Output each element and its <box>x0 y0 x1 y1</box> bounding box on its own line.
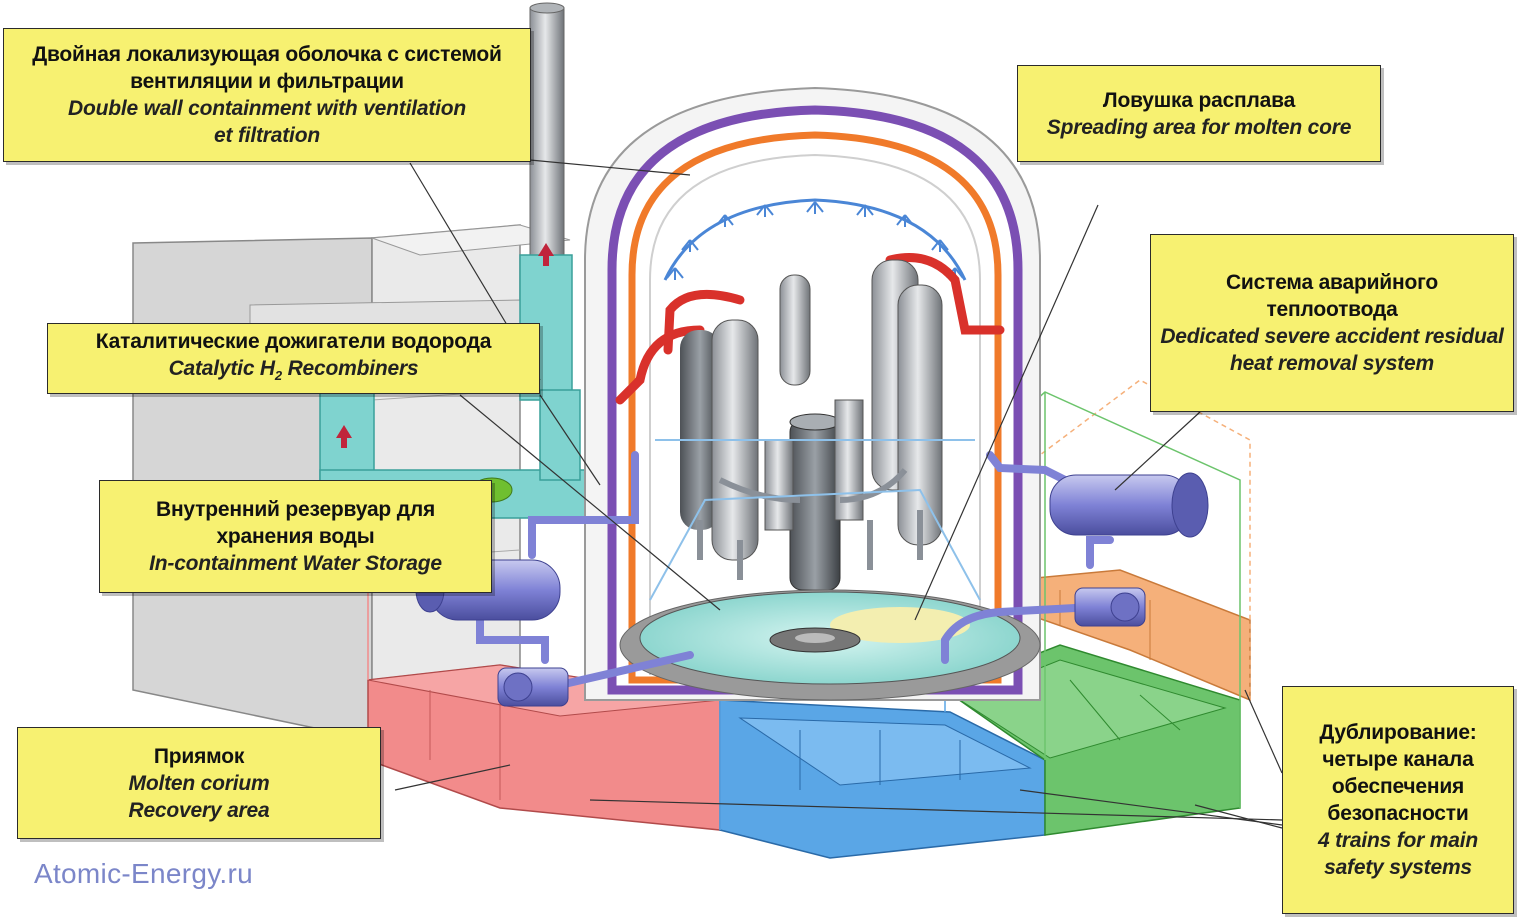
safety-train-blue <box>719 699 1046 859</box>
sump-label-en: Molten corium Recovery area <box>128 771 270 822</box>
vent-stack <box>529 2 565 259</box>
water-storage-label-en: In-containment Water Storage <box>149 552 442 575</box>
heat-removal-label-ru: Система аварийного теплоотвода <box>1225 271 1439 321</box>
pumps <box>497 587 1146 707</box>
containment-label-en: Double wall containment with ventilation… <box>67 97 467 147</box>
containment-label-ru: Двойная локализующая оболочка с системой… <box>32 43 502 93</box>
heat-exchanger-right <box>1049 472 1209 538</box>
core-catcher-label-en: Spreading area for molten core <box>1046 115 1352 139</box>
sump-callout: Приямок Molten corium Recovery area <box>17 727 381 839</box>
recombiners-label-ru: Каталитические дожигатели водорода <box>95 329 492 353</box>
loop-wireframe <box>649 439 981 601</box>
heat-removal-label-en: Dedicated severe accident residual heat … <box>1160 325 1504 375</box>
sump-label-ru: Приямок <box>153 744 245 768</box>
core-catcher-callout: Ловушка расплава Spreading area for molt… <box>1017 65 1381 162</box>
pressurizer <box>779 274 811 386</box>
watermark: Atomic-Energy.ru <box>34 858 254 889</box>
core-catcher-label-ru: Ловушка расплава <box>1102 88 1296 112</box>
water-storage-callout: Внутренний резервуар для хранения воды I… <box>99 480 492 593</box>
redundancy-label-ru: Дублирование: четыре канала обеспечения … <box>1319 721 1477 825</box>
heat-removal-callout: Система аварийного теплоотвода Dedicated… <box>1150 234 1514 412</box>
cooling-pipes <box>476 451 1114 689</box>
containment-callout: Двойная локализующая оболочка с системой… <box>3 28 531 162</box>
redundancy-callout: Дублирование: четыре канала обеспечения … <box>1282 686 1514 914</box>
core-catcher-pool <box>619 589 1041 701</box>
water-storage-label-ru: Внутренний резервуар для хранения воды <box>155 498 436 548</box>
steam-lines <box>615 253 1005 405</box>
redundancy-label-en: 4 trains for main safety systems <box>1318 829 1478 879</box>
recombiners-label-en: Catalytic H2 Recombiners <box>168 356 419 384</box>
reactor-vessel <box>764 399 864 591</box>
leader-lines <box>394 159 1283 829</box>
spray-system <box>663 198 967 281</box>
recombiners-callout: Каталитические дожигатели водорода Catal… <box>47 323 540 394</box>
